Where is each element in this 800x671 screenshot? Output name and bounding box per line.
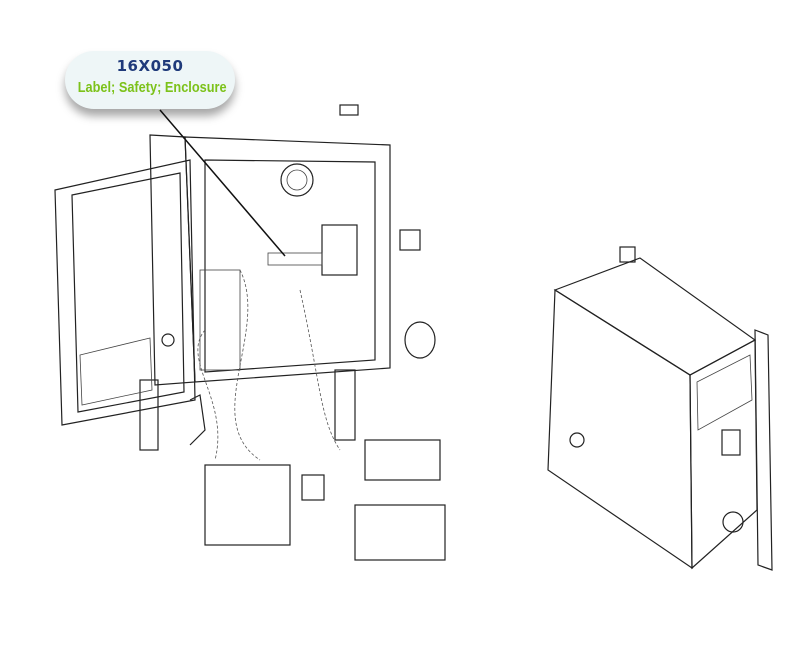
part-callout[interactable]: 16X050 Label; Safety; Enclosure	[65, 51, 235, 109]
callout-leader-line	[159, 109, 286, 257]
open-enclosure	[139, 104, 436, 451]
enclosure-door	[54, 159, 196, 426]
part-number: 16X050	[116, 57, 184, 75]
closed-enclosure	[547, 246, 773, 571]
part-description: Label; Safety; Enclosure	[77, 79, 227, 96]
components	[189, 269, 446, 561]
